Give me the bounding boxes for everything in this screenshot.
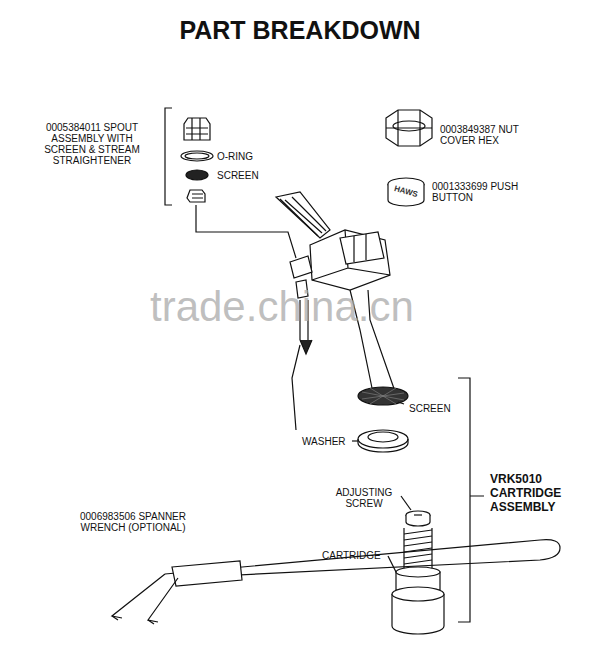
part-label: O-RING [217, 151, 277, 162]
part-label: WASHER [302, 436, 352, 447]
part-label: SCREEN [409, 403, 469, 414]
part-label: CARTRIDGE [322, 550, 392, 561]
part-callout: 0003849387 NUT COVER HEX [440, 124, 540, 146]
part-callout: 0001333699 PUSH BUTTON [432, 181, 522, 203]
part-label: ADJUSTING SCREW [328, 487, 400, 509]
page-title: PART BREAKDOWN [0, 16, 600, 45]
watermark: trade.china.cn [150, 284, 510, 330]
part-callout: 0006983506 SPANNER WRENCH (OPTIONAL) [78, 511, 188, 533]
part-label: SCREEN [217, 170, 277, 181]
part-callout: 0005384011 SPOUT ASSEMBLY WITH SCREEN & … [42, 122, 142, 166]
assembly-callout: VRK5010 CARTRIDGE ASSEMBLY [490, 472, 580, 514]
